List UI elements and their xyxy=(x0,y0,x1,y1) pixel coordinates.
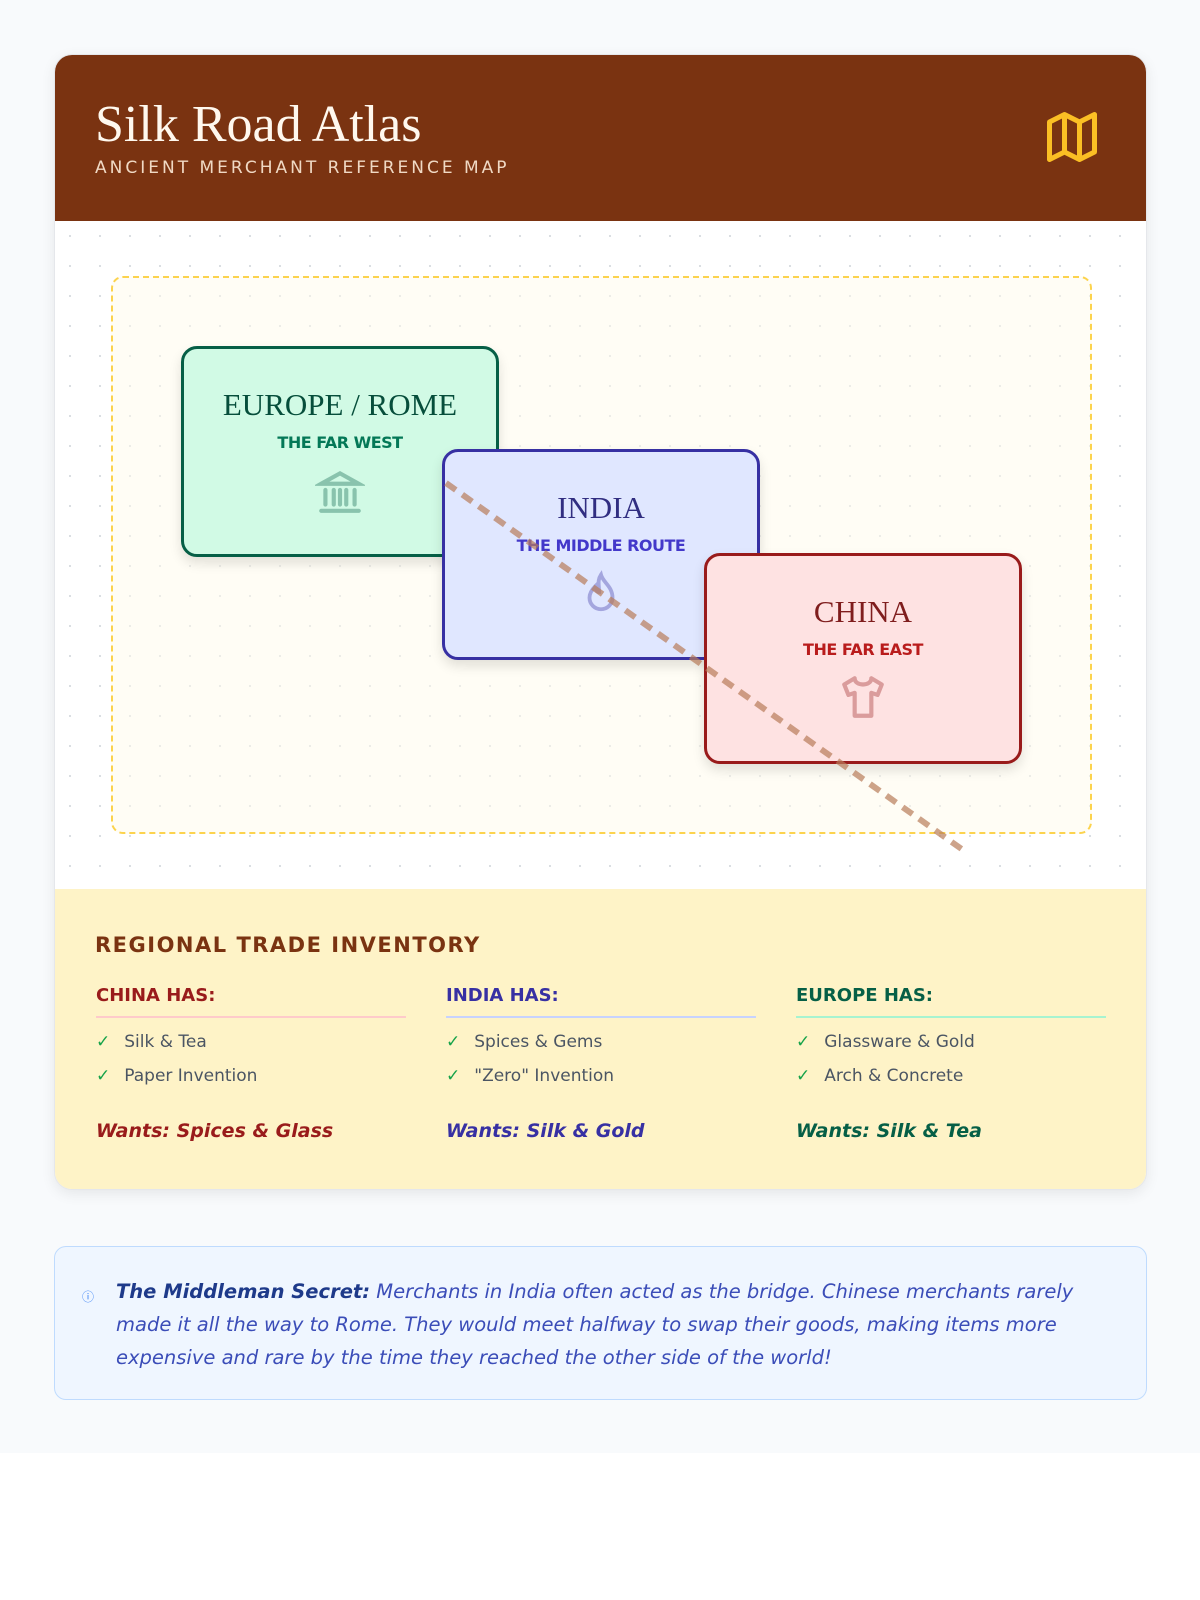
trade-map: EUROPE / ROME THE FAR WEST INDIA THE MID… xyxy=(55,221,1146,889)
list-item: ✓Arch & Concrete xyxy=(796,1066,964,1086)
inventory-column-india: INDIA HAS: ✓Spices & Gems ✓"Zero" Invent… xyxy=(446,985,756,1142)
info-note: ⓘ The Middleman Secret: Merchants in Ind… xyxy=(54,1246,1147,1400)
info-icon: ⓘ xyxy=(82,1290,95,1304)
column-heading: EUROPE HAS: xyxy=(796,985,1106,1018)
list-item: ✓Glassware & Gold xyxy=(796,1032,975,1052)
list-item: ✓Paper Invention xyxy=(96,1066,258,1086)
trade-inventory: REGIONAL TRADE INVENTORY CHINA HAS: ✓Sil… xyxy=(55,889,1146,1189)
list-item: ✓Spices & Gems xyxy=(446,1032,603,1052)
list-item: ✓"Zero" Invention xyxy=(446,1066,615,1086)
shirt-icon xyxy=(842,676,884,718)
wants-text: Wants: Spices & Glass xyxy=(96,1120,334,1142)
check-icon: ✓ xyxy=(796,1066,811,1086)
region-subtitle: THE FAR WEST xyxy=(277,433,403,452)
region-name: EUROPE / ROME xyxy=(222,387,458,422)
wants-text: Wants: Silk & Gold xyxy=(446,1120,645,1142)
check-icon: ✓ xyxy=(96,1032,111,1052)
region-name: CHINA xyxy=(813,594,913,629)
check-icon: ✓ xyxy=(446,1032,461,1052)
header: Silk Road Atlas ANCIENT MERCHANT REFEREN… xyxy=(55,55,1146,221)
page-background: Silk Road Atlas ANCIENT MERCHANT REFEREN… xyxy=(54,54,1147,1400)
page-title: Silk Road Atlas xyxy=(95,96,422,153)
check-icon: ✓ xyxy=(446,1066,461,1086)
flame-icon xyxy=(587,570,615,612)
page-subtitle: ANCIENT MERCHANT REFERENCE MAP xyxy=(95,158,510,178)
wants-text: Wants: Silk & Tea xyxy=(796,1120,982,1142)
region-subtitle: THE MIDDLE ROUTE xyxy=(516,536,686,555)
column-heading: CHINA HAS: xyxy=(96,985,406,1018)
atlas-card: Silk Road Atlas ANCIENT MERCHANT REFEREN… xyxy=(54,54,1147,1190)
region-card-china[interactable]: CHINA THE FAR EAST xyxy=(704,553,1022,764)
check-icon: ✓ xyxy=(796,1032,811,1052)
region-name: INDIA xyxy=(557,490,645,525)
landmark-icon xyxy=(313,470,367,513)
inventory-column-china: CHINA HAS: ✓Silk & Tea ✓Paper Invention … xyxy=(96,985,406,1142)
note-text: The Middleman Secret: Merchants in India… xyxy=(116,1280,1074,1369)
list-item: ✓Silk & Tea xyxy=(96,1032,207,1052)
inventory-title: REGIONAL TRADE INVENTORY xyxy=(95,933,481,957)
region-card-europe[interactable]: EUROPE / ROME THE FAR WEST xyxy=(181,346,499,557)
region-subtitle: THE FAR EAST xyxy=(803,640,923,659)
check-icon: ✓ xyxy=(96,1066,111,1086)
inventory-column-europe: EUROPE HAS: ✓Glassware & Gold ✓Arch & Co… xyxy=(796,985,1106,1142)
column-heading: INDIA HAS: xyxy=(446,985,756,1018)
map-icon xyxy=(1047,112,1097,162)
